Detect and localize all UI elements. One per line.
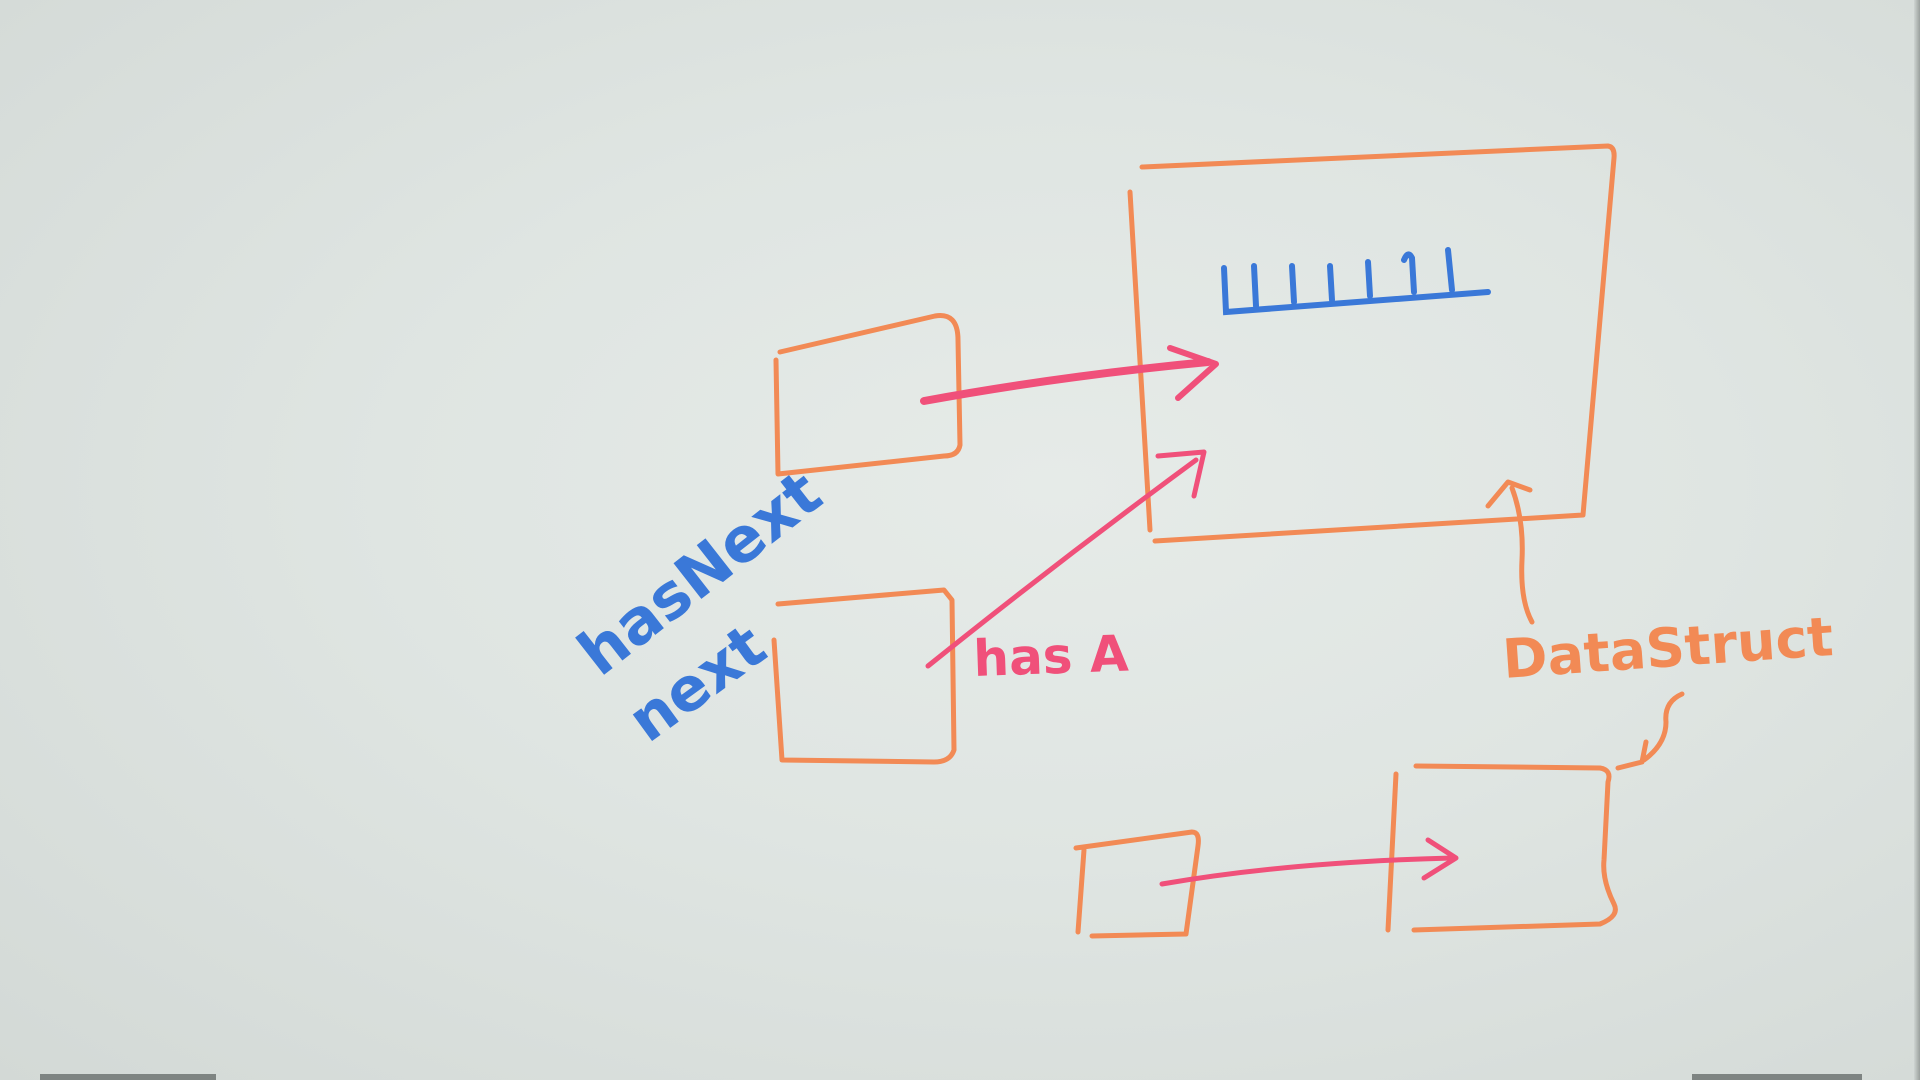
iterator-box-1 — [773, 313, 963, 477]
has-a-label: has A — [972, 625, 1129, 688]
references-arrow-1 — [920, 358, 1212, 405]
board-edge — [1914, 0, 1920, 1080]
marker-tray-left — [40, 1074, 216, 1080]
data-struct-label: DataStruct — [1501, 605, 1836, 691]
iterator-box-2 — [771, 587, 957, 765]
references-arrow-3 — [1159, 855, 1455, 887]
data-struct-box-small — [1385, 763, 1618, 933]
data-struct-pointer-arrow-2 — [1615, 691, 1685, 771]
data-struct-pointer-arrow — [1485, 479, 1535, 625]
references-arrow-2 — [925, 457, 1199, 669]
arrowhead-icon — [1421, 837, 1459, 881]
data-structure-box — [1127, 143, 1617, 544]
pointer-box-small — [1073, 829, 1201, 939]
arrowhead-icon — [1155, 449, 1207, 499]
array-elements — [1221, 247, 1491, 316]
marker-tray-right — [1692, 1074, 1862, 1080]
arrowhead-icon — [1167, 345, 1219, 401]
